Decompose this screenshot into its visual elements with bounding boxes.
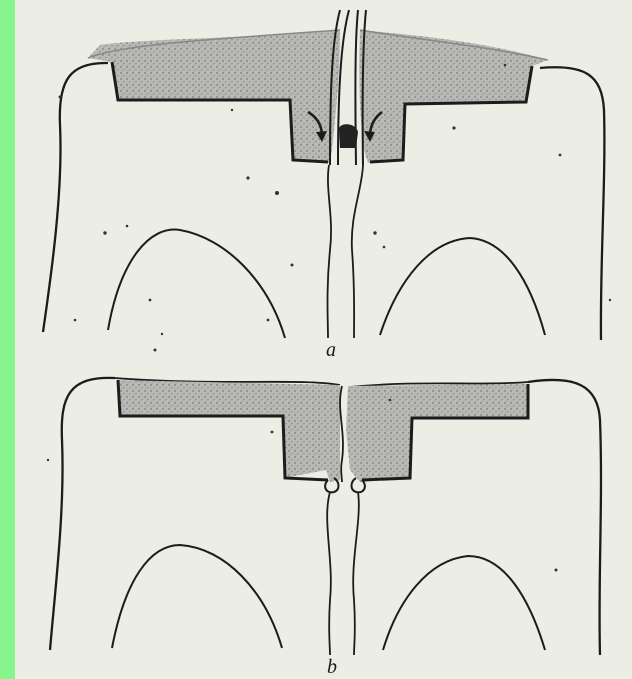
pulp-horn-right-a [380,238,545,335]
pulp-horn-left-a [108,230,285,338]
tooth-left-b [50,378,115,650]
wedge-a [339,124,358,148]
pulp-horn-right-b [383,556,545,650]
filling-right-b [346,384,528,482]
gap-left-a [328,165,332,338]
filling-left-a [88,30,340,163]
pulp-horn-left-b [112,545,282,648]
panel-a [43,10,604,340]
gap-right-b [353,492,359,655]
panel-b [50,378,601,655]
filling-left-b [118,380,340,482]
tooth-left-a [43,63,108,332]
panel-label-b: b [327,656,337,679]
filling-right-a [359,30,548,163]
tooth-right-b [528,380,601,655]
contact-line-b [340,386,343,482]
tooth-right-a [540,67,604,340]
panel-label-a: a [326,339,336,362]
gap-right-a [352,165,363,338]
gap-left-b [327,492,331,655]
